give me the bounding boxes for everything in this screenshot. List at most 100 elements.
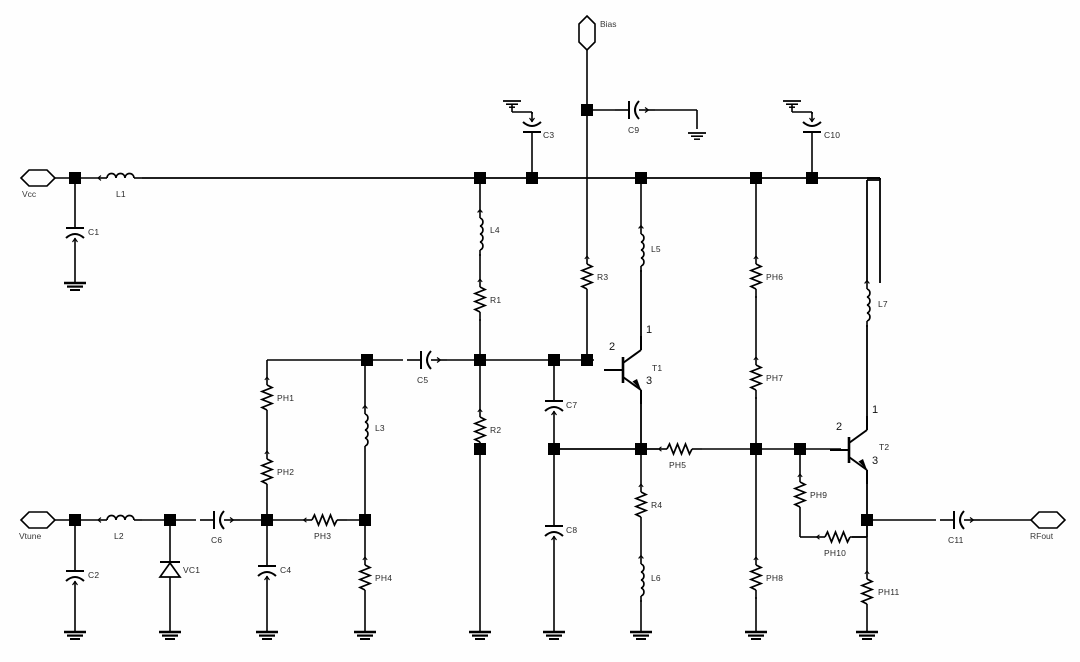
inductor-l4[interactable] bbox=[476, 208, 484, 257]
resistor-ph6[interactable] bbox=[750, 255, 762, 299]
resistor-ph4[interactable] bbox=[359, 556, 371, 600]
junction bbox=[359, 514, 371, 526]
port-vcc[interactable] bbox=[20, 169, 56, 187]
port-rfout[interactable] bbox=[1030, 511, 1066, 529]
label-ph5: PH5 bbox=[669, 460, 687, 470]
label-c2: C2 bbox=[88, 570, 100, 580]
label-t1: T1 bbox=[652, 363, 663, 373]
ground-symbol bbox=[352, 630, 378, 641]
ground-symbol bbox=[62, 281, 88, 292]
inductor-l3[interactable] bbox=[361, 404, 369, 453]
label-c10: C10 bbox=[824, 130, 841, 140]
label-ph6: PH6 bbox=[766, 272, 784, 282]
capacitor-c5[interactable] bbox=[406, 350, 448, 370]
resistor-ph11[interactable] bbox=[861, 570, 873, 614]
resistor-layer bbox=[261, 255, 873, 614]
capacitor-c3[interactable] bbox=[522, 111, 542, 145]
t2-pin-3: 3 bbox=[872, 455, 879, 467]
resistor-ph1[interactable] bbox=[261, 376, 273, 420]
label-ph3: PH3 bbox=[314, 531, 332, 541]
t1-pin-1: 1 bbox=[646, 324, 653, 336]
junction bbox=[164, 514, 176, 526]
label-vc1: VC1 bbox=[183, 565, 201, 575]
ground-symbol bbox=[157, 630, 183, 641]
label-r4: R4 bbox=[651, 500, 663, 510]
varactor-vc1[interactable] bbox=[159, 547, 181, 593]
resistor-ph5[interactable] bbox=[657, 443, 703, 455]
junction bbox=[69, 514, 81, 526]
ground-symbol bbox=[628, 630, 654, 641]
label-ph2: PH2 bbox=[277, 467, 295, 477]
label-l7: L7 bbox=[878, 299, 888, 309]
inductor-l6[interactable] bbox=[637, 554, 645, 603]
diode-layer bbox=[159, 547, 181, 593]
label-l1: L1 bbox=[116, 189, 126, 199]
port-label-rfout: RFout bbox=[1030, 531, 1054, 541]
capacitor-c1[interactable] bbox=[65, 215, 85, 249]
port-layer bbox=[20, 15, 1066, 529]
junction bbox=[794, 443, 806, 455]
junction bbox=[750, 443, 762, 455]
ground-symbol bbox=[254, 630, 280, 641]
capacitor-c11[interactable] bbox=[939, 510, 981, 530]
label-c7: C7 bbox=[566, 400, 578, 410]
label-r3: R3 bbox=[597, 272, 609, 282]
capacitor-c8[interactable] bbox=[544, 513, 564, 547]
label-ph8: PH8 bbox=[766, 573, 784, 583]
resistor-r4[interactable] bbox=[635, 483, 647, 527]
port-label-vtune: Vtune bbox=[19, 531, 42, 541]
capacitor-c7[interactable] bbox=[544, 388, 564, 422]
ground-symbol bbox=[541, 630, 567, 641]
junction bbox=[750, 172, 762, 184]
junction bbox=[581, 354, 593, 366]
resistor-ph2[interactable] bbox=[261, 450, 273, 494]
ground-symbol bbox=[62, 630, 88, 641]
capacitor-c4[interactable] bbox=[257, 553, 277, 587]
inductor-l5[interactable] bbox=[637, 224, 645, 273]
label-ph11: PH11 bbox=[878, 587, 900, 597]
port-vtune[interactable] bbox=[20, 511, 56, 529]
junction bbox=[581, 104, 593, 116]
port-label-bias: Bias bbox=[600, 19, 617, 29]
ground-symbol bbox=[743, 630, 769, 641]
label-l2: L2 bbox=[114, 531, 124, 541]
label-c3: C3 bbox=[543, 130, 555, 140]
junction bbox=[69, 172, 81, 184]
label-l4: L4 bbox=[490, 225, 500, 235]
label-ph4: PH4 bbox=[375, 573, 393, 583]
junction bbox=[635, 172, 647, 184]
resistor-ph10[interactable] bbox=[815, 531, 861, 543]
inductor-l1[interactable] bbox=[97, 172, 143, 182]
capacitor-c9[interactable] bbox=[614, 100, 656, 120]
label-r2: R2 bbox=[490, 425, 502, 435]
label-ph10: PH10 bbox=[824, 548, 847, 558]
ground-symbol bbox=[687, 132, 707, 141]
resistor-r1[interactable] bbox=[474, 278, 486, 322]
resistor-ph7[interactable] bbox=[750, 356, 762, 400]
label-t2: T2 bbox=[879, 442, 890, 452]
port-bias[interactable] bbox=[578, 15, 596, 51]
capacitor-c6[interactable] bbox=[199, 510, 241, 530]
resistor-ph3[interactable] bbox=[302, 514, 348, 526]
label-c6: C6 bbox=[211, 535, 223, 545]
capacitor-c10[interactable] bbox=[802, 111, 822, 145]
inductor-l2[interactable] bbox=[97, 514, 143, 524]
inductor-l7[interactable] bbox=[863, 279, 871, 328]
resistor-r3[interactable] bbox=[581, 255, 593, 299]
junction bbox=[474, 354, 486, 366]
junction bbox=[548, 443, 560, 455]
resistor-ph8[interactable] bbox=[750, 556, 762, 600]
label-l5: L5 bbox=[651, 244, 661, 254]
resistor-ph9[interactable] bbox=[794, 473, 806, 517]
capacitor-layer bbox=[65, 100, 981, 592]
t1-pin-2: 2 bbox=[609, 341, 616, 353]
t1-pin-3: 3 bbox=[646, 375, 653, 387]
junction bbox=[635, 443, 647, 455]
label-l6: L6 bbox=[651, 573, 661, 583]
ground-symbol bbox=[854, 630, 880, 641]
junction bbox=[861, 514, 873, 526]
capacitor-c2[interactable] bbox=[65, 558, 85, 592]
label-c5: C5 bbox=[417, 375, 429, 385]
